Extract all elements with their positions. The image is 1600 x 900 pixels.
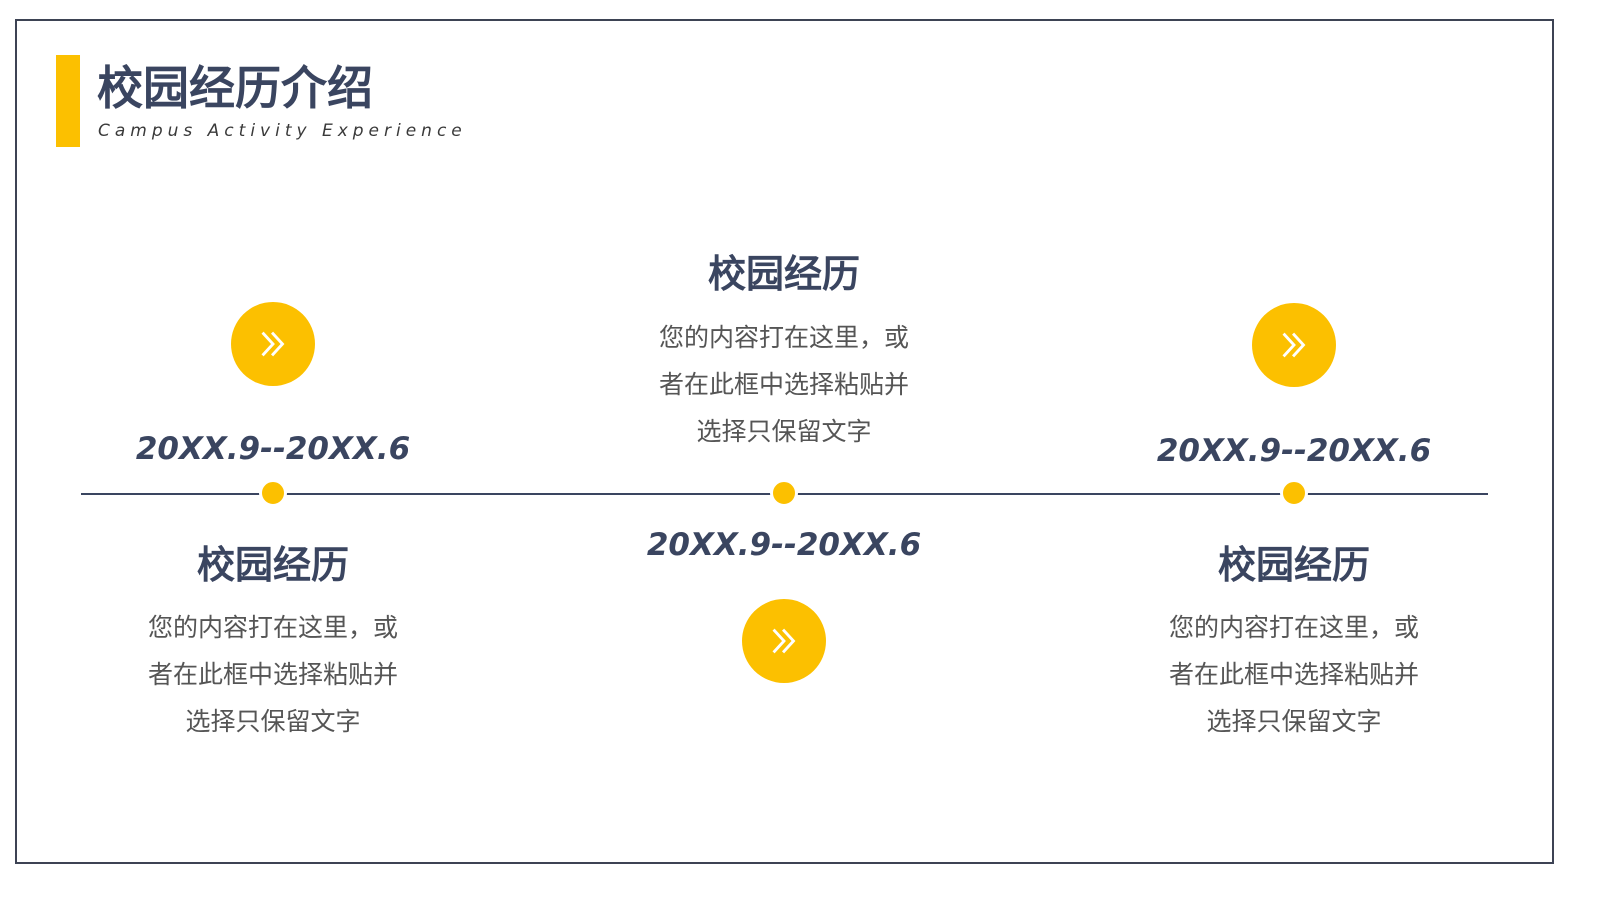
item-1-date: 20XX.9--20XX.6 (135, 431, 411, 467)
item-3-body-line: 者在此框中选择粘贴并 (1168, 660, 1419, 689)
double-chevron-right-icon (772, 628, 796, 654)
item-1-timeline-node (259, 479, 287, 507)
page-subtitle: Campus Activity Experience (98, 121, 467, 141)
item-1-title: 校园经历 (196, 543, 349, 587)
item-2-chevron-button[interactable] (742, 599, 826, 683)
title-accent-bar (56, 55, 80, 147)
item-3-body-line: 选择只保留文字 (1206, 707, 1382, 736)
item-2-body-line: 者在此框中选择粘贴并 (658, 370, 909, 399)
double-chevron-right-icon (261, 331, 285, 357)
item-2-timeline-node (770, 479, 798, 507)
double-chevron-right-icon (1282, 332, 1306, 358)
item-3-title: 校园经历 (1217, 543, 1370, 587)
item-2-body-line: 选择只保留文字 (696, 417, 872, 446)
item-3-body-line: 您的内容打在这里，或 (1168, 613, 1419, 642)
item-2-body: 您的内容打在这里，或 者在此框中选择粘贴并 选择只保留文字 (584, 314, 984, 455)
item-1-body-line: 者在此框中选择粘贴并 (147, 660, 398, 689)
item-1-body: 您的内容打在这里，或 者在此框中选择粘贴并 选择只保留文字 (73, 604, 473, 745)
item-3-body: 您的内容打在这里，或 者在此框中选择粘贴并 选择只保留文字 (1094, 604, 1494, 745)
item-3-date: 20XX.9--20XX.6 (1156, 433, 1432, 469)
item-2-date: 20XX.9--20XX.6 (646, 527, 922, 563)
page-title: 校园经历介绍 (97, 61, 373, 115)
item-1-body-line: 选择只保留文字 (185, 707, 361, 736)
item-1-body-line: 您的内容打在这里，或 (147, 613, 398, 642)
item-3-timeline-node (1280, 479, 1308, 507)
slide-frame (15, 19, 1554, 864)
item-2-title: 校园经历 (707, 252, 860, 296)
item-2-body-line: 您的内容打在这里，或 (658, 323, 909, 352)
item-1-chevron-button[interactable] (231, 302, 315, 386)
item-3-chevron-button[interactable] (1252, 303, 1336, 387)
